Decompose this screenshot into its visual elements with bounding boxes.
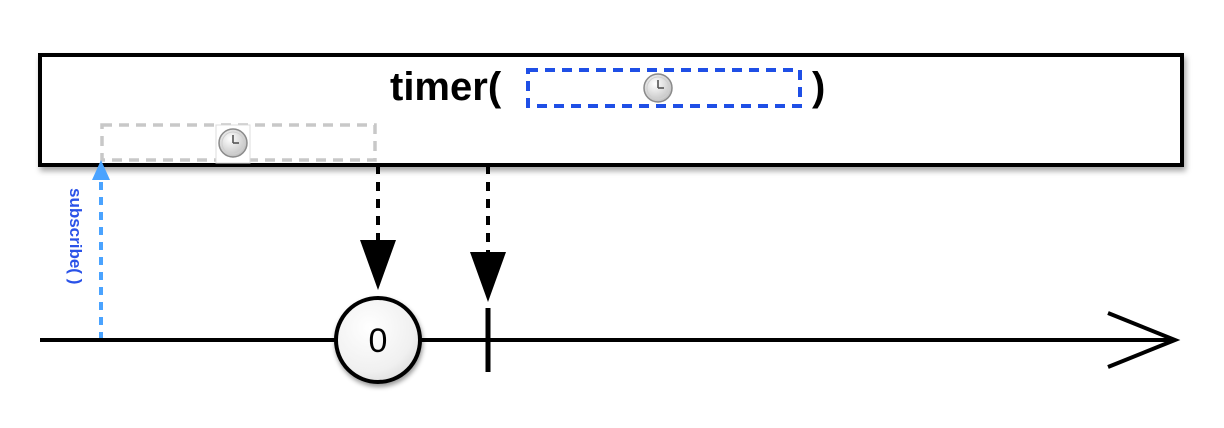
clock-icon xyxy=(643,73,673,103)
operator-title: timer( xyxy=(390,65,502,109)
operator-box xyxy=(38,53,1184,167)
completion-arrow xyxy=(470,165,506,302)
subscribe-label: subscribe( ) xyxy=(66,188,85,284)
delay-clock-icon xyxy=(215,124,251,164)
subscribe-arrow xyxy=(92,160,110,340)
emitted-item-marble xyxy=(334,296,422,384)
operator-close-paren: ) xyxy=(812,65,825,109)
emitted-item-label: 0 xyxy=(369,322,388,360)
timeline xyxy=(40,311,1181,369)
emission-arrow xyxy=(360,165,396,290)
timer-param-box xyxy=(526,68,802,108)
